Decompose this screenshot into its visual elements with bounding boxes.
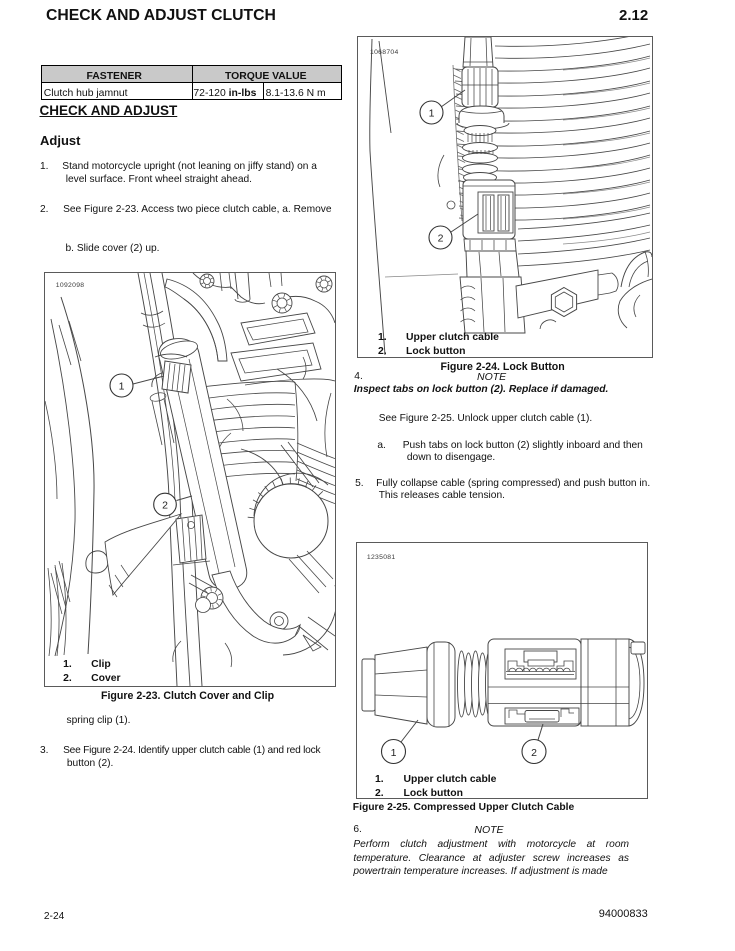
svg-text:2: 2 bbox=[531, 747, 537, 759]
svg-text:2: 2 bbox=[162, 499, 168, 511]
svg-text:1: 1 bbox=[119, 380, 125, 392]
svg-text:2: 2 bbox=[438, 233, 444, 245]
svg-text:1: 1 bbox=[429, 108, 435, 120]
svg-text:1: 1 bbox=[391, 747, 397, 759]
